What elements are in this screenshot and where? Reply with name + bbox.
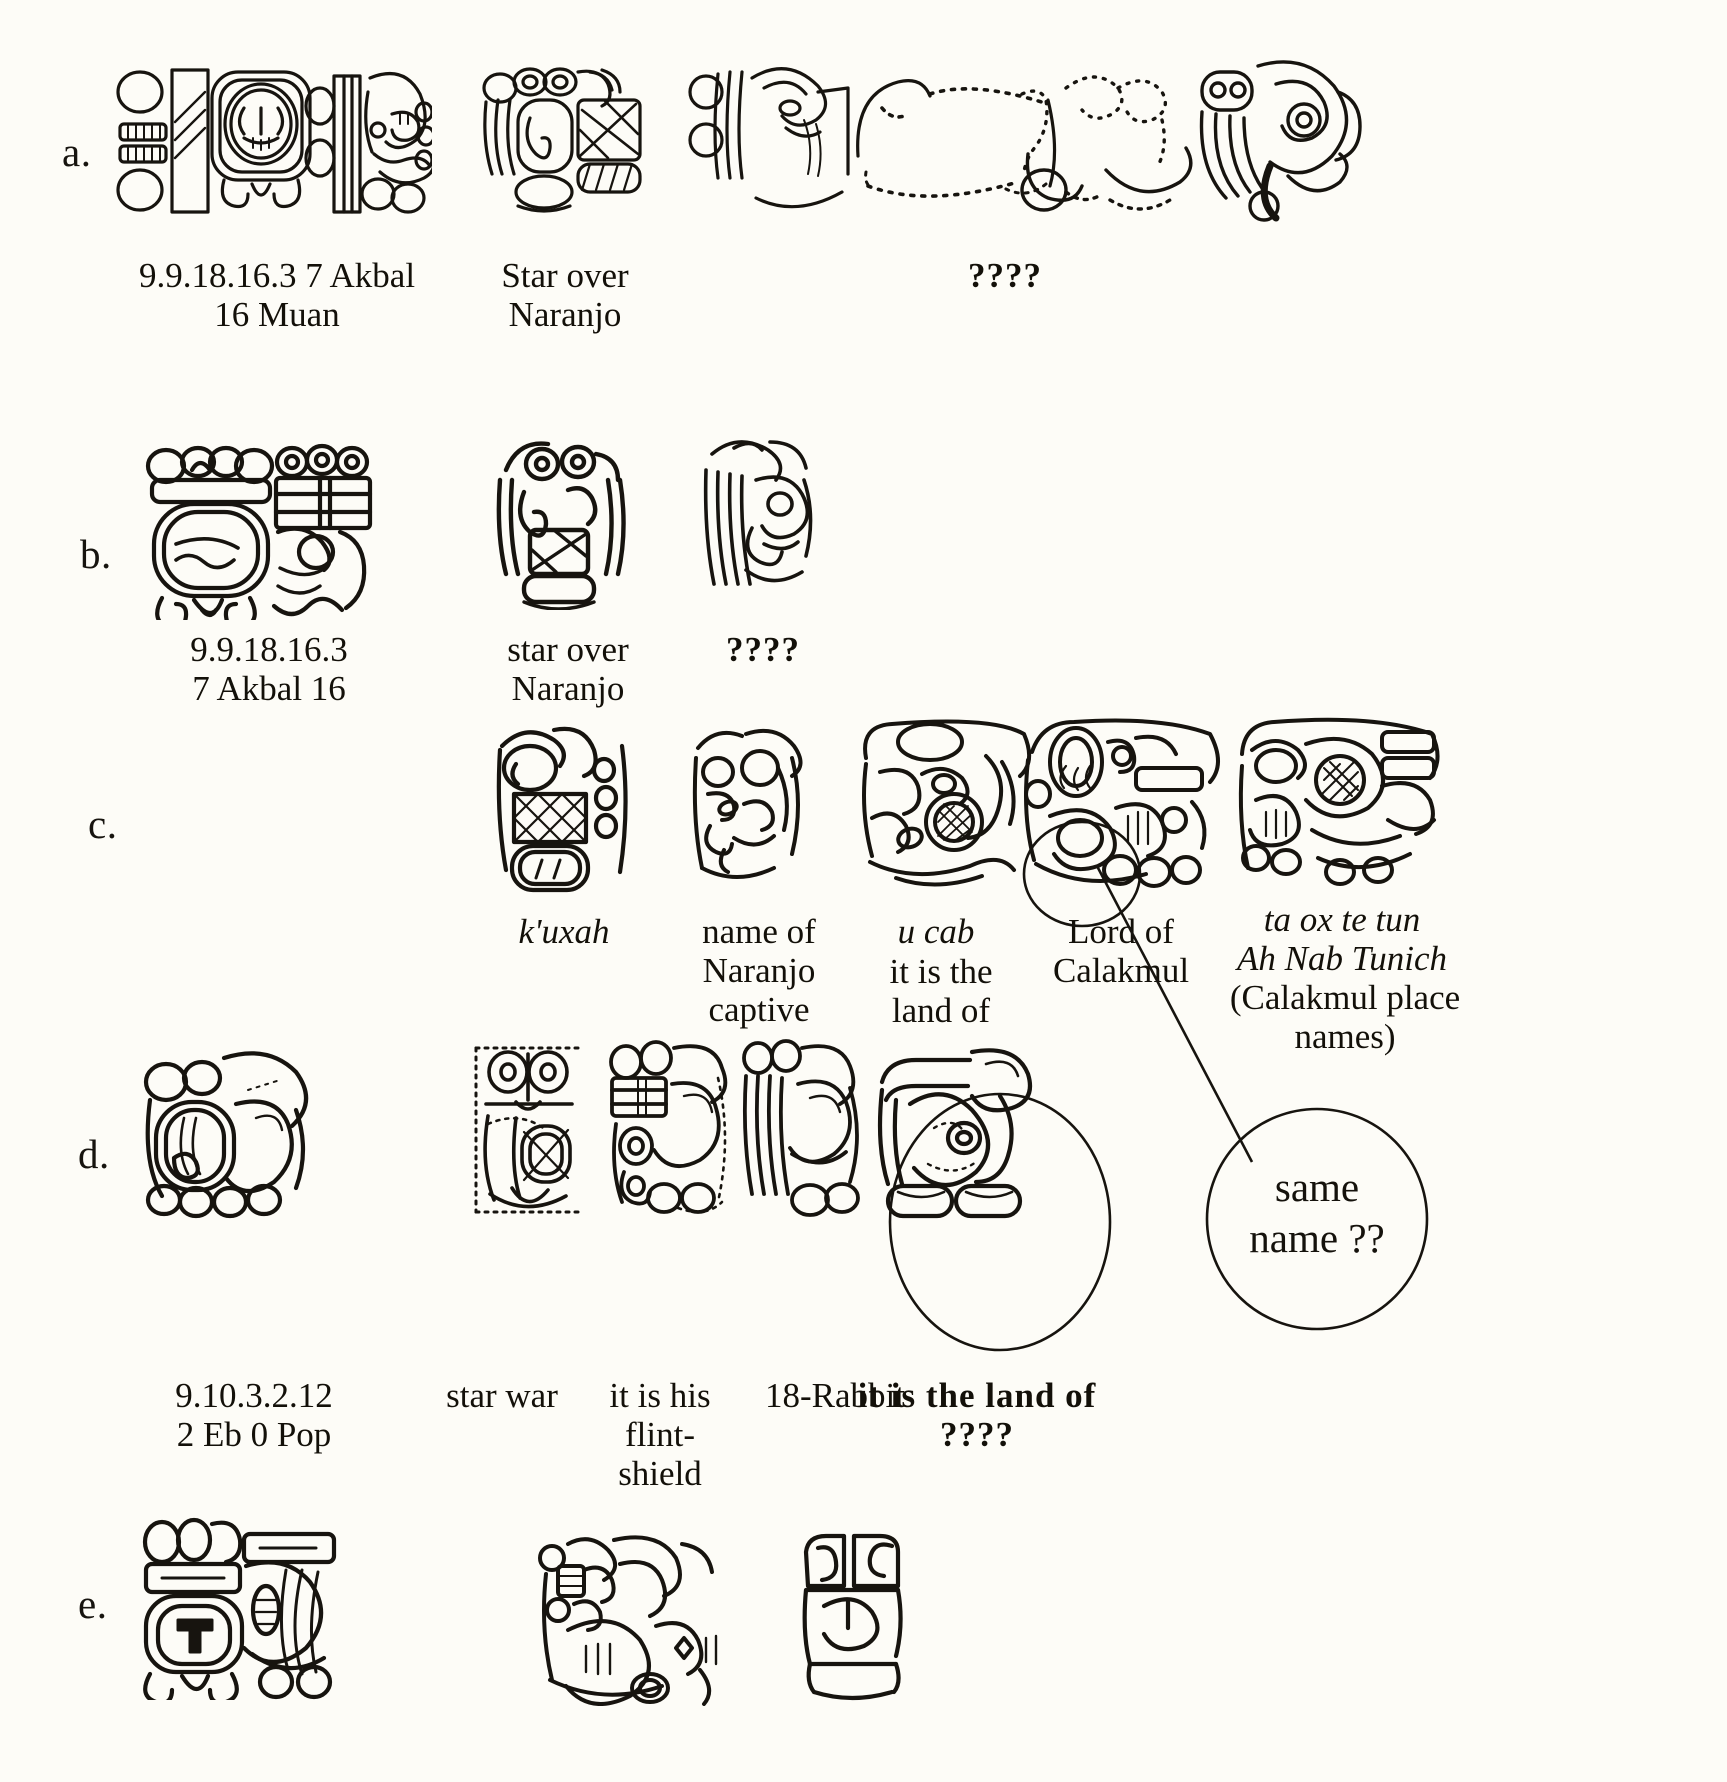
caption-c-kuxah: k'uxah [518,912,610,951]
glyph-c-kuxah [494,720,630,900]
glyph-d-land-of [872,1040,1046,1226]
caption-c-place-names-mayan: ta ox te tun Ah Nab Tunich [1236,900,1448,979]
glyph-d-flint-shield [604,1038,730,1224]
glyph-e-3 [798,1528,904,1704]
glyph-c-place-names [1232,710,1444,900]
glyph-e-1 [136,1514,342,1700]
glyph-d-1 [140,1040,346,1220]
caption-c-land-of: it is the land of [889,952,993,1031]
row-letter-c: c. [88,801,118,847]
glyph-c-lord-calakmul [1016,712,1224,900]
caption-c-lord-calakmul: Lord of Calakmul [1052,912,1190,991]
caption-a-3: ???? [968,256,1042,295]
glyph-a-3 [686,58,876,218]
caption-d-starwar: star war [446,1376,558,1415]
glyph-b-3 [700,430,820,610]
caption-c-ucab: u cab [897,912,975,951]
row-letter-d: d. [78,1131,110,1177]
caption-d-land-of: it is the land of ???? [857,1376,1097,1455]
same-name-label: same name ?? [1249,1164,1385,1262]
caption-a-2: Star over Naranjo [501,256,629,335]
glyph-d-starwar [466,1038,592,1224]
glyph-a-6 [1196,56,1378,228]
caption-b-1: 9.9.18.16.3 7 Akbal 16 [190,630,348,709]
glyph-a-5 [1010,58,1240,226]
glyph-c-captive [690,718,816,898]
caption-d-18rabbit: 18-Rabbit [765,1376,905,1415]
caption-c-place-names-gloss: (Calakmul place names) [1229,978,1461,1057]
glyph-b-2 [494,440,630,610]
row-letter-a: a. [62,129,92,175]
caption-d-flint-shield: it is his flint- shield [609,1376,711,1494]
glyph-a-1 [112,62,432,222]
glyph-a-4 [850,60,1190,225]
glyph-d-18rabbit [738,1038,864,1224]
caption-c-captive: name of Naranjo captive [702,912,816,1030]
glyph-e-2 [538,1530,736,1706]
row-letter-e: e. [78,1581,108,1627]
caption-b-2: star over Naranjo [507,630,629,709]
row-letter-b: b. [80,531,112,577]
glyph-b-1 [144,440,374,620]
caption-b-3: ???? [726,630,800,669]
glyph-a-2 [478,66,648,218]
glyph-c-ucab [856,712,1032,898]
caption-d-1: 9.10.3.2.12 2 Eb 0 Pop [175,1376,333,1455]
caption-a-1: 9.9.18.16.3 7 Akbal 16 Muan [138,256,416,335]
